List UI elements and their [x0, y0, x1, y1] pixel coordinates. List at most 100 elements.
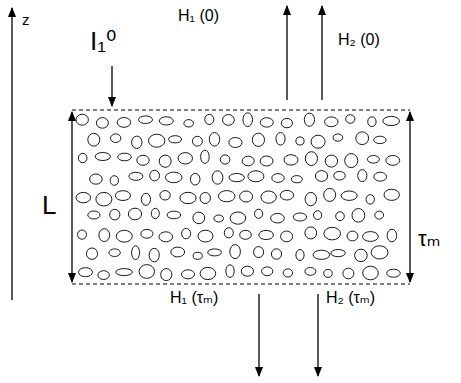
particle — [281, 231, 293, 242]
bottom-boundary — [72, 284, 410, 285]
dimension-label: τₘ — [418, 228, 440, 250]
particle — [88, 211, 100, 219]
particle — [214, 215, 224, 222]
particle — [315, 171, 327, 182]
particle — [313, 250, 330, 259]
particle — [132, 246, 140, 260]
particle — [276, 133, 285, 146]
particle — [374, 172, 387, 181]
particle — [86, 248, 97, 259]
particle — [139, 116, 153, 124]
particle — [304, 113, 314, 126]
particle — [129, 172, 143, 180]
particle — [241, 266, 253, 276]
particle — [169, 136, 182, 143]
particle — [128, 208, 141, 220]
particle — [259, 230, 274, 239]
particle — [230, 245, 241, 259]
particle — [76, 114, 88, 125]
particle — [384, 189, 399, 200]
flux-label: H₂ (τₘ) — [326, 290, 375, 306]
particle — [305, 192, 316, 205]
particle — [341, 191, 357, 200]
particle — [229, 138, 242, 148]
particle — [118, 153, 132, 161]
particle — [284, 155, 298, 165]
particle — [117, 118, 130, 128]
particle — [193, 252, 202, 259]
particle — [76, 192, 91, 202]
z-axis — [11, 8, 12, 300]
particle — [201, 150, 210, 163]
particle — [305, 268, 316, 276]
particle — [151, 208, 159, 218]
particle — [352, 209, 365, 223]
particle — [355, 249, 368, 261]
particle — [345, 154, 358, 168]
particle — [375, 211, 384, 219]
particle — [283, 269, 292, 277]
particle — [347, 231, 358, 241]
particle — [343, 268, 354, 279]
particle — [374, 136, 386, 143]
flux-label: H₁ (τₘ) — [170, 290, 218, 306]
particle — [363, 232, 379, 242]
dimension-label: L — [42, 192, 56, 218]
particle — [96, 192, 112, 206]
particle — [363, 266, 379, 280]
particle — [161, 269, 172, 281]
particle — [229, 174, 244, 182]
particle — [165, 172, 182, 183]
particle — [159, 232, 173, 242]
optical-depth-arrow — [409, 112, 410, 282]
particle — [159, 155, 171, 167]
particle — [160, 191, 170, 200]
flux-arrow — [317, 294, 318, 376]
flux-arrow — [286, 6, 287, 100]
particle — [242, 156, 254, 166]
particle — [99, 229, 110, 242]
particle — [116, 230, 132, 242]
particle — [159, 117, 173, 125]
particles — [76, 113, 400, 281]
particle — [220, 155, 230, 164]
particle — [260, 156, 273, 166]
particle — [111, 134, 121, 143]
particle — [141, 193, 150, 205]
particle — [193, 212, 205, 224]
particle — [150, 170, 160, 181]
particle — [218, 191, 235, 202]
particle — [271, 249, 281, 259]
particle — [271, 213, 285, 223]
particle — [110, 209, 120, 220]
particle — [252, 133, 264, 146]
particle — [167, 211, 181, 219]
particle — [95, 153, 110, 161]
particle — [386, 156, 400, 166]
particle — [137, 155, 149, 165]
particle — [324, 227, 341, 240]
top-boundary — [72, 110, 410, 111]
particle — [331, 250, 345, 257]
particle — [272, 174, 284, 183]
particle — [324, 269, 333, 277]
particle — [149, 134, 165, 147]
particle — [254, 247, 264, 258]
particle — [336, 212, 345, 221]
particle — [79, 268, 93, 277]
particle — [198, 230, 213, 242]
particle — [132, 136, 142, 148]
particle — [240, 191, 253, 202]
particle — [260, 118, 273, 127]
particle — [366, 195, 374, 204]
particle — [205, 114, 214, 124]
particle — [255, 209, 263, 218]
particle — [88, 133, 100, 146]
particle — [171, 247, 185, 257]
particle — [98, 271, 109, 280]
particle — [243, 113, 253, 127]
particle — [296, 250, 304, 261]
particle — [281, 118, 292, 127]
thickness-arrow — [71, 112, 72, 282]
